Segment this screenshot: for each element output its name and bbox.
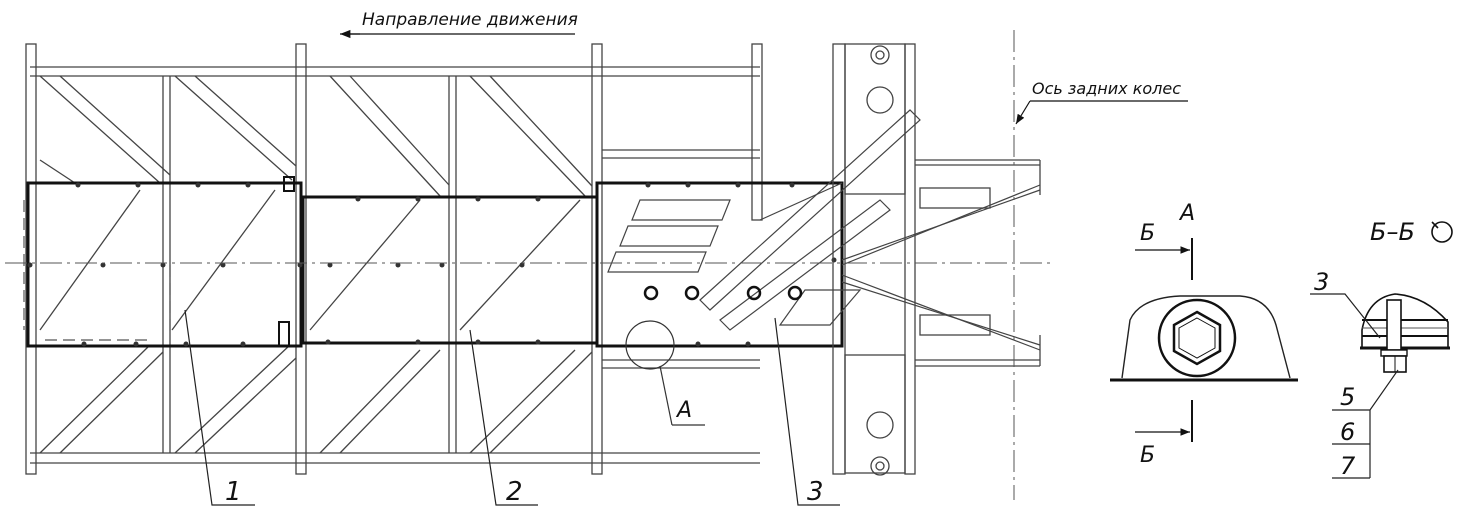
svg-text:Направление движения: Направление движения bbox=[362, 10, 578, 30]
leader-lines bbox=[184, 309, 840, 506]
section-b-b: Б–Б bbox=[1310, 218, 1453, 479]
view-a: А Б Б bbox=[1110, 201, 1298, 468]
callout-2: 2 bbox=[506, 477, 523, 507]
svg-text:Б–Б: Б–Б bbox=[1370, 218, 1415, 246]
svg-text:Б: Б bbox=[1140, 221, 1155, 246]
svg-text:А: А bbox=[675, 398, 692, 423]
rotation-icon bbox=[1431, 221, 1453, 243]
detail-callout-3: 3 bbox=[1314, 268, 1329, 296]
svg-text:Б: Б bbox=[1140, 443, 1155, 468]
truss-frame bbox=[25, 43, 763, 475]
direction-label: Направление движения bbox=[340, 10, 578, 39]
detail-callout-6: 6 bbox=[1340, 418, 1355, 446]
detail-callout-5: 5 bbox=[1340, 383, 1355, 411]
rear-axle-assembly bbox=[832, 43, 1041, 476]
panel-bolts bbox=[27, 182, 837, 347]
callout-3: 3 bbox=[807, 477, 824, 507]
callout-a: А bbox=[625, 320, 705, 426]
svg-text:Ось задних колес: Ось задних колес bbox=[1032, 79, 1181, 98]
svg-text:А: А bbox=[1178, 201, 1195, 226]
section-3-details bbox=[607, 109, 1041, 351]
rear-axle-label: Ось задних колес bbox=[1015, 79, 1188, 125]
callout-1: 1 bbox=[225, 477, 242, 507]
detail-callout-7: 7 bbox=[1340, 452, 1356, 480]
section-3-holes bbox=[643, 285, 803, 301]
